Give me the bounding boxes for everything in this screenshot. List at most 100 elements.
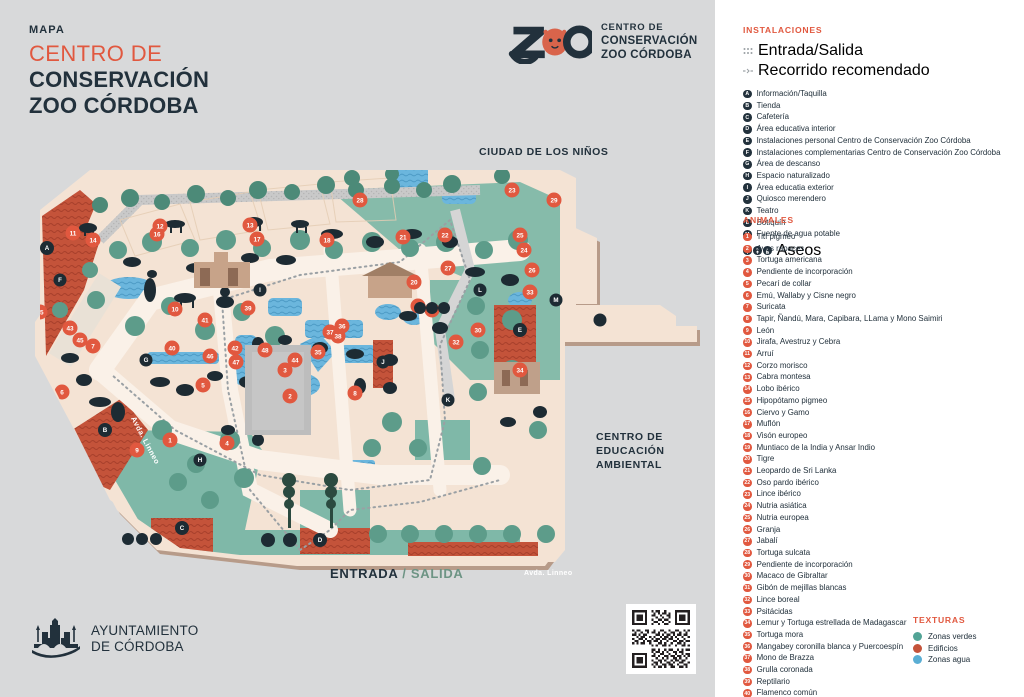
map-marker-number: 5 bbox=[201, 382, 205, 389]
map-aseos-markers[interactable] bbox=[118, 302, 450, 546]
legend-sidebar: INSTALACIONES Entrada/Salida Recorrido r… bbox=[715, 0, 1024, 697]
facility-badge: H bbox=[743, 171, 752, 181]
legend-item-entrada-salida[interactable]: Entrada/Salida bbox=[743, 42, 1021, 60]
map-marker-letter: C bbox=[180, 525, 185, 532]
entrada-separator: / bbox=[397, 566, 411, 581]
animales-title: ANIMALES bbox=[743, 215, 794, 225]
map-marker-number: 24 bbox=[520, 247, 528, 254]
logo-line-1: CENTRO DE bbox=[601, 22, 664, 34]
animal-number-badge: 12 bbox=[743, 361, 752, 371]
zoo-map-graphic[interactable]: 1234567891011121314151617181920212223242… bbox=[0, 130, 715, 690]
animal-label: Pendiente de incorporación bbox=[756, 267, 853, 277]
animal-number-badge: 23 bbox=[743, 490, 752, 499]
map-marker-letter: G bbox=[144, 357, 149, 364]
zoo-wordmark-icon bbox=[508, 25, 592, 64]
map-marker-letter: L bbox=[478, 287, 482, 294]
map-marker-letter: J bbox=[381, 359, 385, 366]
map-marker-letter: E bbox=[518, 327, 522, 334]
animal-number-badge: 30 bbox=[743, 572, 752, 581]
animal-number-badge: 31 bbox=[743, 583, 752, 593]
animal-number-badge: 3 bbox=[743, 256, 752, 265]
map-number-markers[interactable]: 1234567891011121314151617181920212223242… bbox=[33, 182, 562, 458]
restroom-accessible-icon bbox=[763, 246, 772, 255]
animal-number-badge: 6 bbox=[743, 291, 752, 300]
animal-label: Ciervo y Gamo bbox=[756, 407, 810, 417]
entrada-text: ENTRADA bbox=[330, 566, 398, 581]
animal-number-badge: 28 bbox=[743, 548, 752, 558]
facility-badge: E bbox=[743, 136, 752, 146]
qr-code[interactable] bbox=[626, 604, 696, 674]
map-marker-number: 2 bbox=[288, 393, 292, 400]
animal-label: Pendiente de incorporación bbox=[756, 559, 853, 569]
facility-badge: G bbox=[743, 160, 752, 169]
map-marker-letter: M bbox=[553, 297, 558, 304]
qr-code-image bbox=[630, 608, 692, 670]
facility-label: Información/Taquilla bbox=[756, 89, 827, 98]
animal-number-badge: 17 bbox=[743, 420, 752, 429]
salida-text: SALIDA bbox=[410, 566, 464, 581]
facility-badge: C bbox=[743, 113, 752, 122]
animal-number-badge: 4 bbox=[743, 267, 752, 277]
animal-label: Oso pardo ibérico bbox=[756, 477, 819, 487]
legend-item-recorrido[interactable]: Recorrido recomendado bbox=[743, 62, 1021, 80]
animal-number-badge: 2 bbox=[743, 244, 752, 254]
map-marker-number: 26 bbox=[528, 267, 536, 274]
map-marker-number: 3 bbox=[283, 367, 287, 374]
map-marker-number: 33 bbox=[526, 289, 534, 296]
animal-label: Lemur y Tortuga estrellada de Madagascar bbox=[756, 618, 907, 628]
legend-item-animal[interactable]: 4 Pendiente de incorporación bbox=[743, 267, 1021, 277]
